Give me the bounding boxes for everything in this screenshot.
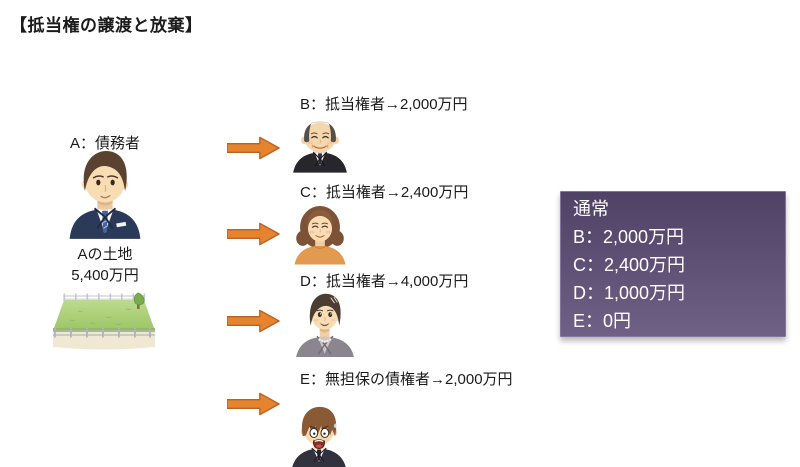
shocked-young-man-icon [292, 406, 346, 467]
right-arrow-icon [227, 309, 280, 333]
land-label: Aの土地 [77, 246, 133, 263]
summary-row-b: B：2,000万円 [573, 227, 685, 247]
land-value: 5,400万円 [71, 267, 139, 284]
creditor-e-avatar [286, 404, 352, 467]
flow-arrow-to-d [227, 307, 281, 335]
creditor-d-avatar [292, 288, 358, 360]
middle-aged-woman-smiling-icon [294, 205, 346, 265]
summary-row-d: D：1,000万円 [573, 283, 686, 303]
creditor-c-label: C：抵当権者→2,400万円 [300, 184, 469, 201]
summary-box-title: 通常 [573, 199, 609, 219]
creditor-e-label: E：無担保の債権者→2,000万円 [300, 371, 513, 388]
right-arrow-icon [227, 222, 280, 246]
debtor-avatar [62, 149, 148, 239]
flow-arrow-to-b [227, 134, 281, 162]
summary-row-e: E：0円 [573, 311, 632, 331]
young-businessman-icon [69, 151, 141, 239]
right-arrow-icon [227, 136, 280, 160]
land-illustration [48, 292, 160, 356]
creditor-c-avatar [289, 199, 351, 268]
page-title: 【抵当権の譲渡と放棄】 [10, 16, 203, 35]
debtor-label: A：債務者 [69, 135, 140, 152]
right-arrow-icon [227, 392, 280, 416]
flow-arrow-to-e [227, 390, 281, 418]
elderly-man-smiling-icon [293, 121, 347, 173]
flow-arrow-to-c [227, 220, 281, 248]
short-haired-businesswoman-icon [296, 293, 354, 357]
summary-box: 通常 B：2,000万円 C：2,400万円 D：1,000万円 E：0円 [560, 191, 786, 337]
creditor-d-label: D：抵当権者→4,000万円 [300, 273, 469, 290]
creditor-b-label: B：抵当権者→2,000万円 [300, 96, 468, 113]
summary-row-c: C：2,400万円 [573, 255, 686, 275]
creditor-b-avatar [289, 110, 351, 176]
fenced-land-plot-icon [53, 292, 155, 350]
